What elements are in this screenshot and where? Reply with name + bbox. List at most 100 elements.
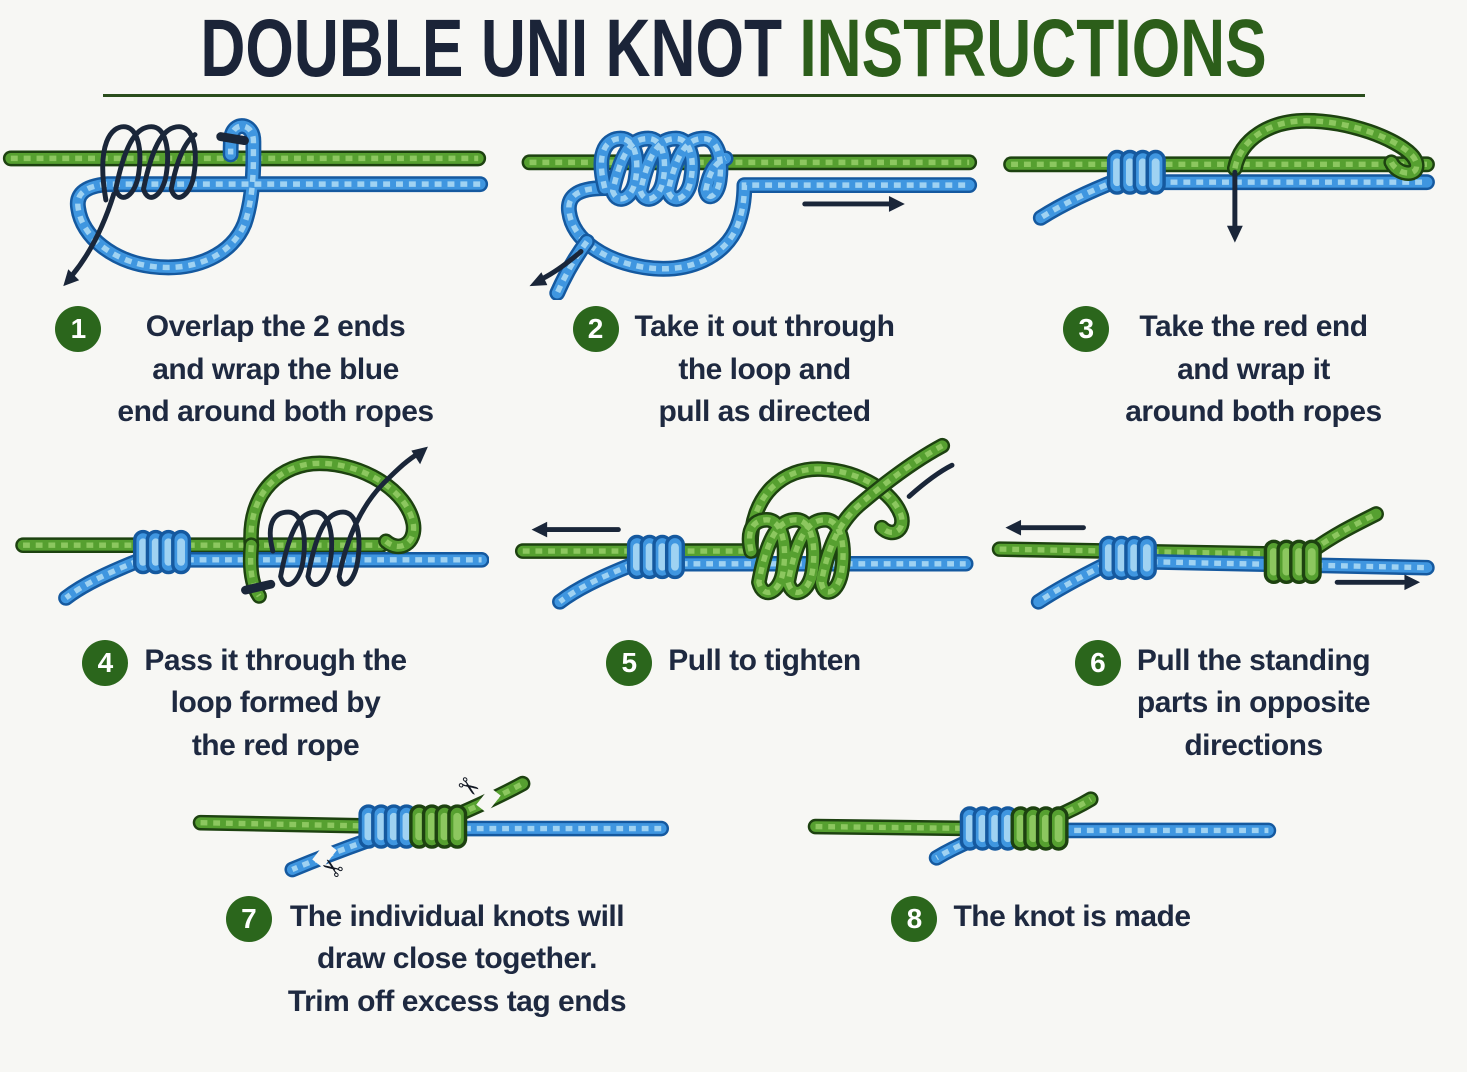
step-1-number-badge: 1	[55, 306, 102, 353]
step-5-caption: 5 Pull to tighten	[606, 639, 861, 686]
step-1-line-2: and wrap the blue	[152, 352, 399, 386]
motion-curve	[906, 462, 955, 499]
step-7-line-1: The individual knots will	[289, 899, 625, 933]
page-title: DOUBLE UNI KNOT INSTRUCTIONS	[200, 3, 1267, 94]
green-knot-barrel	[1263, 539, 1322, 584]
rope-diagram-step-8	[796, 768, 1286, 890]
step-6-illustration	[978, 434, 1467, 634]
page-title-main: DOUBLE UNI KNOT	[200, 3, 782, 94]
step-5-line-1: Pull to tighten	[668, 643, 861, 677]
step-8-illustration	[796, 768, 1286, 890]
step-7-line-3: Trim off excess tag ends	[287, 984, 627, 1018]
step-1-line-3: end around both ropes	[117, 395, 434, 429]
step-1-caption: 1 Overlap the 2 ends and wrap the blue e…	[55, 306, 434, 434]
tag-end-clamp	[241, 579, 276, 595]
step-3-text: Take the red end and wrap it around both…	[1125, 306, 1382, 434]
rope-diagram-step-3	[978, 97, 1467, 243]
step-4-caption: 4 Pass it through the loop formed by the…	[82, 639, 407, 768]
step-8-caption: 8 The knot is made	[891, 895, 1191, 942]
step-7-text: The individual knots will draw close tog…	[287, 896, 627, 1024]
step-7-line-2: draw close together.	[316, 942, 598, 976]
step-6-line-2: parts in opposite	[1136, 686, 1371, 720]
step-2-text: Take it out through the loop and pull as…	[635, 306, 895, 434]
arrow-down-left-icon	[63, 269, 80, 287]
step-2-caption: 2 Take it out through the loop and pull …	[572, 306, 895, 434]
step-1-illustration	[0, 97, 489, 300]
blue-knot-barrel	[358, 804, 417, 849]
step-6-text: Pull the standing parts in opposite dire…	[1136, 640, 1371, 768]
arrow-right-icon	[888, 196, 905, 212]
step-3-line-3: around both ropes	[1125, 395, 1382, 429]
step-4-text: Pass it through the loop formed by the r…	[144, 640, 407, 768]
arrow-down-icon	[1226, 225, 1243, 243]
step-8: 8 The knot is made	[796, 768, 1286, 1024]
step-6: 6 Pull the standing parts in opposite di…	[978, 434, 1467, 768]
arrow-right-icon	[1404, 574, 1421, 590]
step-4-number-badge: 4	[82, 639, 129, 686]
step-4-line-2: loop formed by	[170, 686, 381, 720]
step-2: 2 Take it out through the loop and pull …	[489, 97, 978, 434]
step-5-number-badge: 5	[606, 639, 653, 686]
step-8-text: The knot is made	[953, 896, 1191, 939]
rope-diagram-step-7: ✂ ✂	[181, 770, 671, 884]
row-3: ✂ ✂ 7 The individual knots will draw clo…	[0, 768, 1467, 1024]
step-3-number-badge: 3	[1063, 306, 1110, 353]
pull-arrow-shaft	[538, 249, 584, 282]
rope-diagram-step-5	[489, 434, 978, 634]
blue-tag-cut-mark	[312, 841, 337, 868]
step-7: ✂ ✂ 7 The individual knots will draw clo…	[181, 768, 671, 1024]
step-2-number-badge: 2	[572, 306, 619, 353]
step-2-line-1: Take it out through	[634, 310, 895, 344]
rope-diagram-step-6	[978, 434, 1467, 634]
arrow-up-right-icon	[411, 446, 428, 465]
green-knot-barrel	[1010, 805, 1069, 851]
step-7-illustration: ✂ ✂	[181, 768, 671, 890]
step-3: 3 Take the red end and wrap it around bo…	[978, 97, 1467, 434]
blue-knot-barrel	[959, 805, 1018, 851]
header: DOUBLE UNI KNOT INSTRUCTIONS	[0, 0, 1467, 98]
step-1-text: Overlap the 2 ends and wrap the blue end…	[117, 306, 434, 434]
blue-knot-barrel	[626, 534, 685, 579]
step-5: 5 Pull to tighten	[489, 434, 978, 768]
step-5-text: Pull to tighten	[668, 640, 861, 683]
step-6-line-1: Pull the standing	[1136, 643, 1371, 677]
blue-knot-barrel	[133, 529, 192, 575]
arrow-left-icon	[531, 521, 548, 538]
step-2-illustration	[489, 97, 978, 300]
row-2: 4 Pass it through the loop formed by the…	[0, 434, 1467, 768]
step-3-line-2: and wrap it	[1177, 352, 1330, 386]
arrow-down-left-icon	[529, 272, 548, 287]
green-knot-barrel	[409, 804, 468, 849]
step-1-line-1: Overlap the 2 ends	[145, 310, 406, 344]
tag-end-clamp	[216, 132, 249, 146]
step-8-line-1: The knot is made	[953, 899, 1191, 933]
step-5-illustration	[489, 434, 978, 634]
rope-diagram-step-1	[0, 97, 489, 287]
blue-knot-barrel	[1098, 535, 1157, 580]
green-tag-cut-mark	[476, 786, 501, 813]
step-8-number-badge: 8	[891, 895, 938, 942]
step-4-line-1: Pass it through the	[144, 643, 407, 677]
step-4-illustration	[0, 434, 489, 634]
step-3-caption: 3 Take the red end and wrap it around bo…	[1063, 306, 1382, 434]
step-7-caption: 7 The individual knots will draw close t…	[225, 895, 627, 1024]
step-3-line-1: Take the red end	[1139, 310, 1368, 344]
step-6-line-3: directions	[1184, 729, 1323, 763]
step-3-illustration	[978, 97, 1467, 300]
arrow-left-icon	[1005, 519, 1022, 536]
step-2-line-2: the loop and	[678, 352, 851, 386]
pull-arrow-shaft	[69, 191, 117, 278]
title-underline	[102, 94, 1365, 98]
step-7-number-badge: 7	[225, 895, 272, 942]
rope-diagram-step-4	[0, 446, 489, 634]
blue-knot-barrel	[1106, 149, 1166, 195]
page-title-accent: INSTRUCTIONS	[799, 3, 1267, 94]
step-2-line-3: pull as directed	[658, 395, 871, 429]
step-6-number-badge: 6	[1074, 639, 1121, 686]
row-1: 1 Overlap the 2 ends and wrap the blue e…	[0, 97, 1467, 434]
step-1: 1 Overlap the 2 ends and wrap the blue e…	[0, 97, 489, 434]
rope-diagram-step-2	[489, 97, 978, 300]
step-4: 4 Pass it through the loop formed by the…	[0, 434, 489, 768]
wrap-spiral	[100, 124, 198, 203]
